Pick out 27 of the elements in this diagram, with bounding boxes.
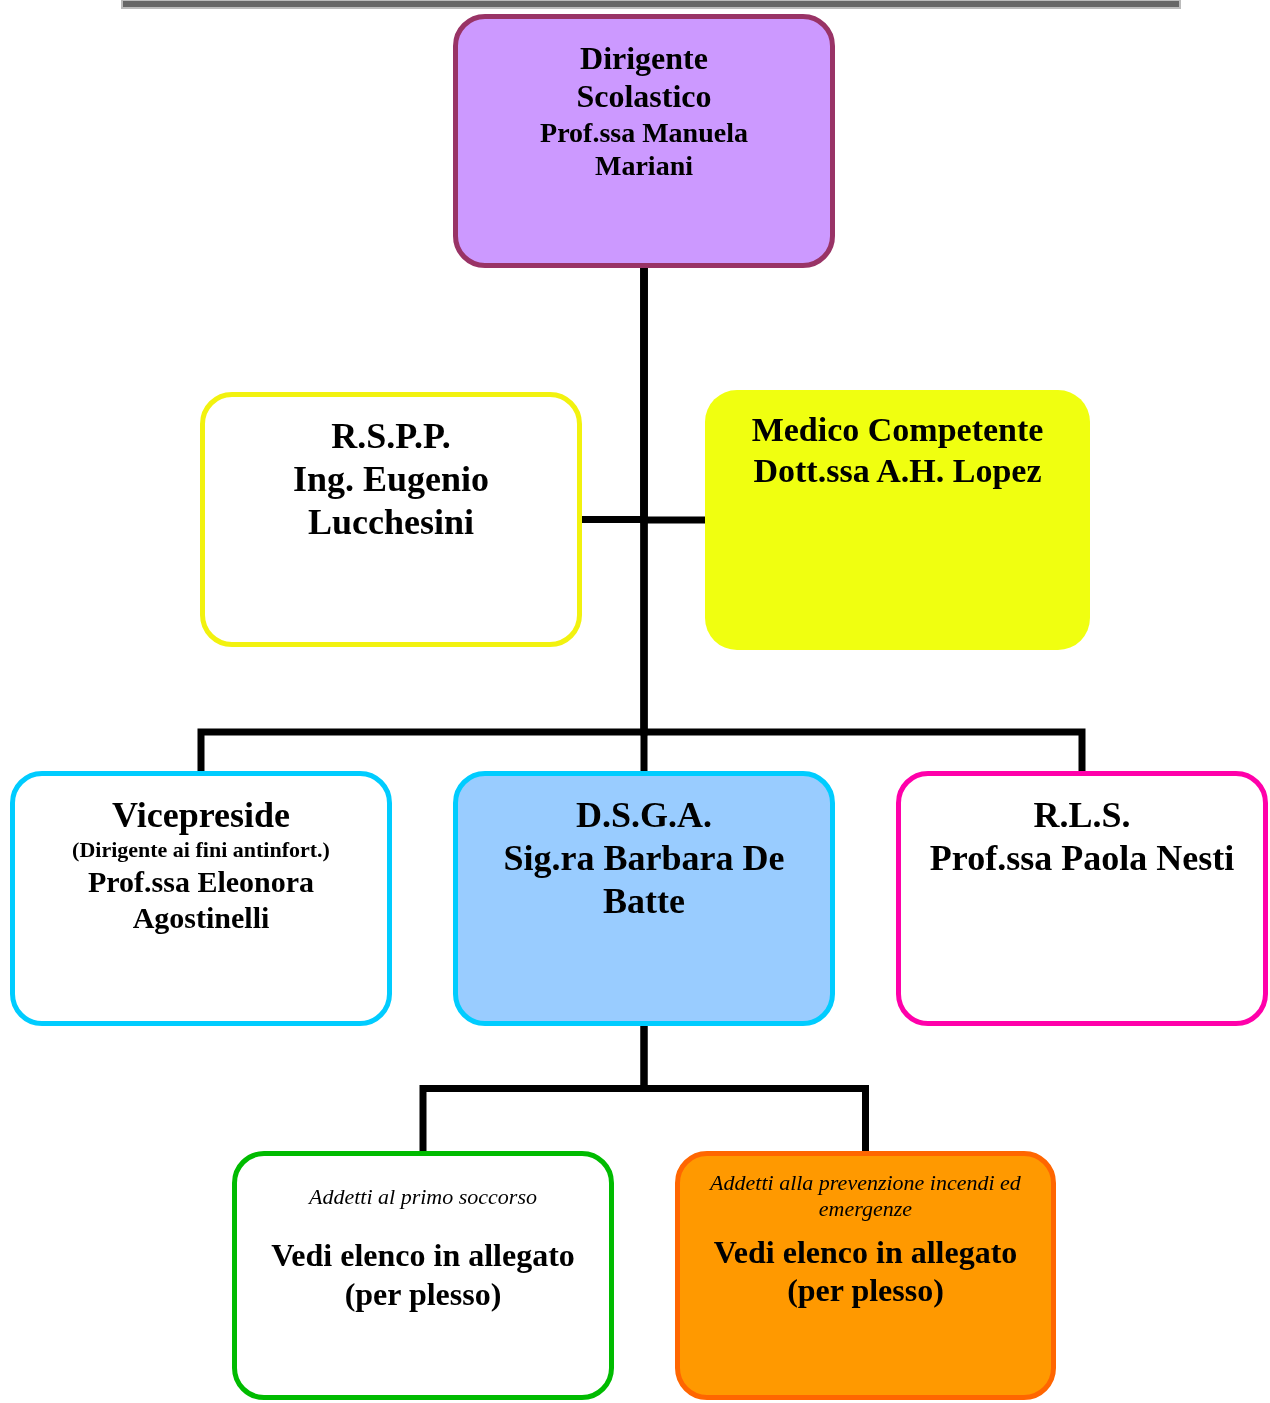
role-box: [200, 392, 582, 647]
role-title: Dirigente Scolastico: [575, 39, 713, 116]
role-title: D.S.G.A.: [575, 794, 713, 837]
person-name: Prof.ssa Manuela Mariani: [539, 115, 749, 183]
role-box: [453, 14, 835, 268]
role-note: (Dirigente ai fini antinfort.): [71, 837, 331, 864]
person-name: Prof.ssa Eleonora Agostinelli: [86, 863, 316, 936]
connector-line: [640, 1026, 869, 1151]
team-box: [675, 1151, 1056, 1400]
role-title: R.S.P.P.: [330, 415, 452, 458]
person-name: Vedi elenco in allegato (per plesso): [270, 1236, 576, 1314]
person-name: Dott.ssa A.H. Lopez: [752, 450, 1043, 491]
role-title: Medico Competente: [750, 410, 1045, 450]
person-name: Prof.ssa Paola Nesti: [928, 837, 1236, 881]
role-title: R.L.S.: [1032, 794, 1132, 837]
person-name: Sig.ra Barbara De Batte: [502, 837, 786, 924]
role-box: [10, 771, 392, 1026]
person-name: Vedi elenco in allegato (per plesso): [712, 1232, 1019, 1310]
role-title: Addetti al primo soccorso: [307, 1184, 538, 1211]
team-box: [232, 1151, 614, 1400]
role-title: Vicepreside: [111, 794, 291, 837]
connector-line: [640, 268, 1086, 771]
role-title: Addetti alla prevenzione incendi ed emergenze: [708, 1170, 1022, 1223]
person-name: Ing. Eugenio Lucchesini: [291, 458, 491, 545]
role-box: [705, 390, 1090, 650]
role-box: [896, 771, 1268, 1026]
role-box: [453, 771, 835, 1026]
